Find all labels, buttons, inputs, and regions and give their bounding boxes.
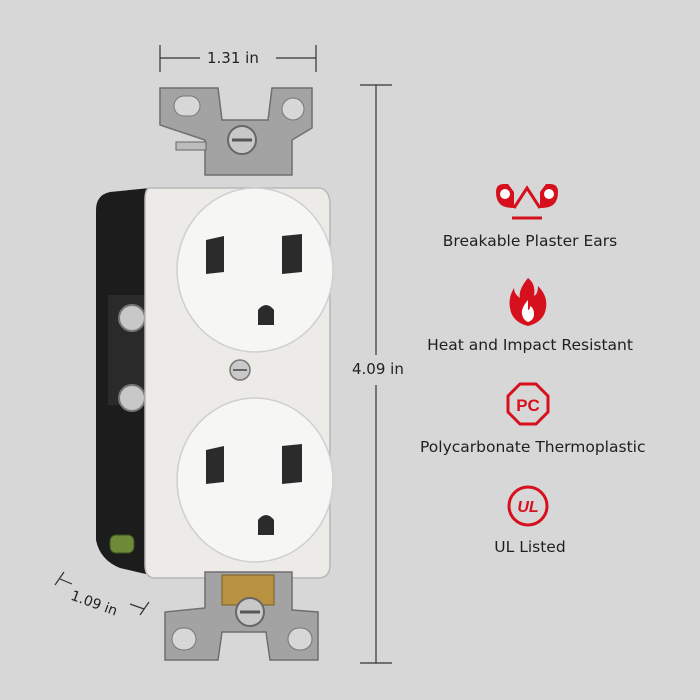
depth-dimension-line — [54, 571, 150, 616]
pc-badge-text: PC — [516, 396, 540, 415]
flame-icon — [509, 278, 547, 326]
height-dimension-label: 4.09 in — [352, 360, 404, 378]
feature-label-heat-resistant: Heat and Impact Resistant — [427, 336, 633, 354]
receptacle-body — [144, 187, 334, 579]
feature-label-polycarbonate: Polycarbonate Thermoplastic — [420, 438, 646, 456]
feature-label-ul-listed: UL Listed — [494, 538, 566, 556]
width-dimension-line — [159, 45, 317, 72]
plaster-ears-icon — [496, 184, 558, 220]
height-dimension-line — [360, 84, 392, 664]
feature-label-plaster-ears: Breakable Plaster Ears — [442, 232, 618, 250]
pc-badge-icon: PC — [506, 382, 550, 426]
width-dimension-label: 1.31 in — [207, 49, 259, 67]
ul-badge-text: UL — [517, 499, 538, 516]
top-mounting-strap — [159, 87, 313, 176]
bottom-mounting-strap — [164, 571, 319, 661]
ul-listed-icon: UL — [507, 485, 549, 527]
